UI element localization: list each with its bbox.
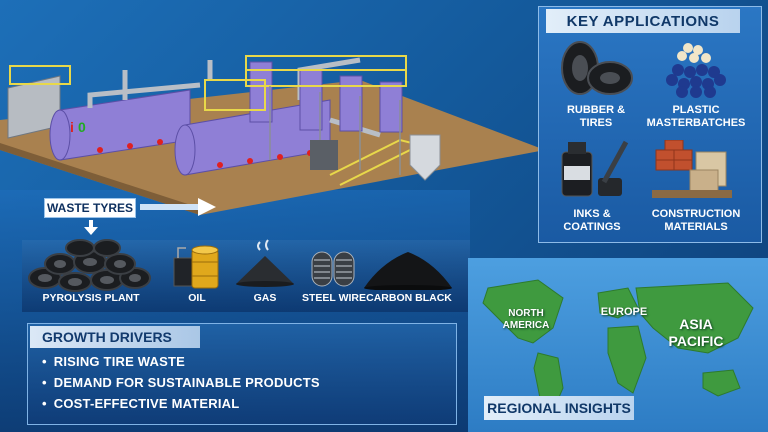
region-label-north-america: NORTH AMERICA: [502, 308, 550, 331]
product-label-carbon-black: CARBON BLACK: [366, 292, 452, 304]
tires-icon: [561, 41, 633, 95]
app-label-construction-materials: CONSTRUCTION MATERIALS: [651, 208, 741, 233]
pyrolysis-plant-illustration: i 0: [0, 55, 545, 215]
svg-text:i: i: [70, 119, 74, 135]
product-label-steel-wire: STEEL WIRE: [302, 292, 366, 304]
growth-drivers-title: GROWTH DRIVERS: [30, 326, 200, 348]
product-label-pyrolysis-plant: PYROLYSIS PLANT: [42, 292, 140, 304]
gas-mound-icon: [236, 239, 294, 287]
right-arrow-icon: [140, 198, 216, 216]
steel-wire-coil-icon: [311, 251, 355, 287]
oil-barrel-icon: [173, 245, 219, 289]
product-label-gas: GAS: [253, 292, 277, 304]
list-item: RISING TIRE WASTE: [42, 354, 320, 369]
list-item: DEMAND FOR SUSTAINABLE PRODUCTS: [42, 375, 320, 390]
tire-pile-icon: [28, 239, 151, 292]
carbon-black-pile-icon: [364, 252, 452, 290]
key-applications-title: KEY APPLICATIONS: [546, 9, 740, 33]
product-label-oil: OIL: [188, 292, 206, 304]
world-map-icon: [482, 279, 754, 420]
regional-insights-title: REGIONAL INSIGHTS: [484, 396, 634, 420]
list-item: COST-EFFECTIVE MATERIAL: [42, 396, 320, 411]
ink-bottle-brush-icon: [561, 140, 629, 197]
region-label-asia-pacific: ASIA PACIFIC: [668, 316, 724, 349]
bricks-bags-icon: [652, 140, 732, 198]
down-arrow-icon: [84, 220, 98, 235]
region-label-europe: EUROPE: [600, 306, 648, 318]
app-label-plastic-masterbatches: PLASTIC MASTERBATCHES: [646, 104, 746, 129]
app-label-rubber-tires: RUBBER & TIRES: [566, 104, 626, 129]
waste-tyres-label: WASTE TYRES: [44, 198, 136, 218]
pellets-icon: [666, 43, 726, 98]
growth-drivers-list: RISING TIRE WASTE DEMAND FOR SUSTAINABLE…: [42, 354, 320, 417]
svg-text:0: 0: [78, 119, 86, 135]
app-label-inks-coatings: INKS & COATINGS: [563, 208, 621, 233]
